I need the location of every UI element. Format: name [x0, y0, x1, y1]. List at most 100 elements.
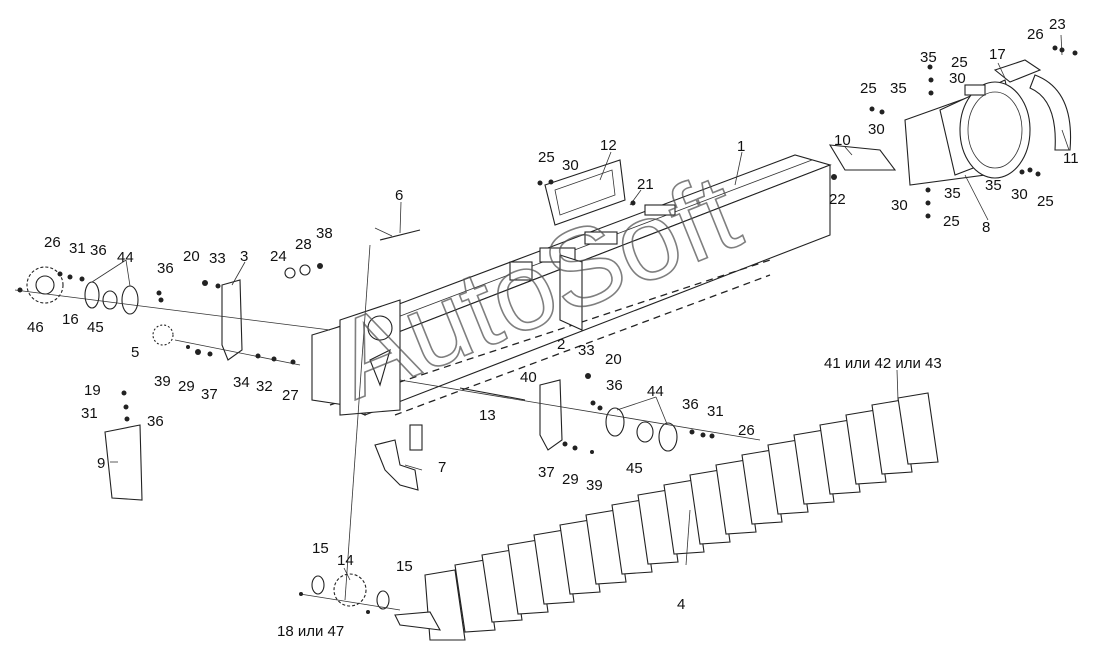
- label-part-34: 34: [233, 374, 250, 391]
- label-part-4: 4: [677, 596, 685, 613]
- label-part-2: 2: [557, 336, 565, 353]
- label-part-17: 17: [989, 46, 1006, 63]
- label-part-30-c: 30: [949, 70, 966, 87]
- label-part-24: 24: [270, 248, 287, 265]
- flange-44-right: [658, 422, 678, 452]
- label-part-33-left: 33: [209, 250, 226, 267]
- label-part-19: 19: [84, 382, 101, 399]
- label-part-3: 3: [240, 248, 248, 265]
- label-part-23: 23: [1049, 16, 1066, 33]
- label-part-28: 28: [295, 236, 312, 253]
- bearing-45-left: [102, 290, 118, 310]
- left-end-bracket: [311, 299, 401, 416]
- label-parts-41-42-43: 41 или 42 или 43: [824, 355, 942, 372]
- sprocket-5: [152, 324, 174, 346]
- label-part-31-b: 31: [81, 405, 98, 422]
- label-part-8: 8: [982, 219, 990, 236]
- label-part-30-e: 30: [891, 197, 908, 214]
- bracket-10: [828, 144, 897, 171]
- chain-part-4: [394, 392, 939, 641]
- label-part-7: 7: [438, 459, 446, 476]
- beam-top-mounts: [509, 204, 676, 331]
- right-housing-assembly: [904, 59, 1072, 186]
- label-part-29-left: 29: [178, 378, 195, 395]
- label-part-6: 6: [395, 187, 403, 204]
- part-number-labels: 1 2 3 4 5 6 7 8 9 10 11 12 13 14 15 15 1…: [27, 16, 1079, 640]
- label-part-44-right: 44: [647, 383, 664, 400]
- label-part-25-c: 25: [951, 54, 968, 71]
- label-part-27: 27: [282, 387, 299, 404]
- label-part-37-left: 37: [201, 386, 218, 403]
- lever-part-7: [374, 424, 423, 491]
- label-part-38: 38: [316, 225, 333, 242]
- sprocket-16: [26, 266, 64, 304]
- label-part-25-a: 25: [538, 149, 555, 166]
- label-part-35-d: 35: [944, 185, 961, 202]
- label-part-30-b: 30: [868, 121, 885, 138]
- washer-44-right: [605, 407, 625, 437]
- shaft-13: [459, 387, 526, 401]
- label-part-1: 1: [737, 138, 745, 155]
- idler-14: [333, 573, 367, 607]
- label-part-5: 5: [131, 344, 139, 361]
- label-part-29-right: 29: [562, 471, 579, 488]
- label-part-36-b: 36: [157, 260, 174, 277]
- guide-dashed-line-lower: [394, 274, 771, 416]
- washer-44-left: [84, 281, 100, 309]
- label-part-9: 9: [97, 455, 105, 472]
- label-part-15-left: 15: [312, 540, 329, 557]
- label-part-13: 13: [479, 407, 496, 424]
- plate-3: [221, 279, 243, 361]
- label-part-37-right: 37: [538, 464, 555, 481]
- label-part-25-e: 25: [943, 213, 960, 230]
- label-part-44-left: 44: [117, 249, 134, 266]
- label-part-36-c: 36: [147, 413, 164, 430]
- label-part-36-e: 36: [682, 396, 699, 413]
- label-part-39-left: 39: [154, 373, 171, 390]
- label-part-35-a: 35: [890, 80, 907, 97]
- label-part-36-d: 36: [606, 377, 623, 394]
- fastener-dots: [17, 45, 1078, 614]
- label-part-26-c: 26: [1027, 26, 1044, 43]
- cover-9: [104, 424, 143, 501]
- bushing-15-right: [376, 590, 390, 610]
- label-part-40: 40: [520, 369, 537, 386]
- label-part-11: 11: [1063, 150, 1079, 167]
- label-part-26-b: 26: [738, 422, 755, 439]
- label-part-39-right: 39: [586, 477, 603, 494]
- handle-part-6: [374, 227, 421, 241]
- label-part-45-left: 45: [87, 319, 104, 336]
- label-part-18-or-47: 18 или 47: [277, 623, 344, 640]
- bushing-15-left: [311, 575, 325, 595]
- flange-44-left: [121, 285, 139, 315]
- label-part-12: 12: [600, 137, 617, 154]
- label-part-35-c: 35: [985, 177, 1002, 194]
- bearing-45-right: [636, 421, 654, 443]
- label-part-31-c: 31: [707, 403, 724, 420]
- label-part-36-a: 36: [90, 242, 107, 259]
- label-part-26-a: 26: [44, 234, 61, 251]
- label-part-20-right: 20: [605, 351, 622, 368]
- label-part-35-b: 35: [920, 49, 937, 66]
- label-part-25-d: 25: [1037, 193, 1054, 210]
- label-part-20-left: 20: [183, 248, 200, 265]
- label-part-25-b: 25: [860, 80, 877, 97]
- label-part-10: 10: [834, 132, 851, 149]
- label-part-31-a: 31: [69, 240, 86, 257]
- label-part-32: 32: [256, 378, 273, 395]
- label-part-30-a: 30: [562, 157, 579, 174]
- label-part-16: 16: [62, 311, 79, 328]
- label-part-45-right: 45: [626, 460, 643, 477]
- label-part-14: 14: [337, 552, 354, 569]
- plate-2: [539, 379, 563, 451]
- leader-lines: [91, 34, 1070, 581]
- label-part-22: 22: [829, 191, 846, 208]
- label-part-46: 46: [27, 319, 44, 336]
- label-part-33-right: 33: [578, 342, 595, 359]
- cover-plate-12: [544, 159, 626, 226]
- label-part-21: 21: [637, 176, 654, 193]
- label-part-15-right: 15: [396, 558, 413, 575]
- label-part-30-d: 30: [1011, 186, 1028, 203]
